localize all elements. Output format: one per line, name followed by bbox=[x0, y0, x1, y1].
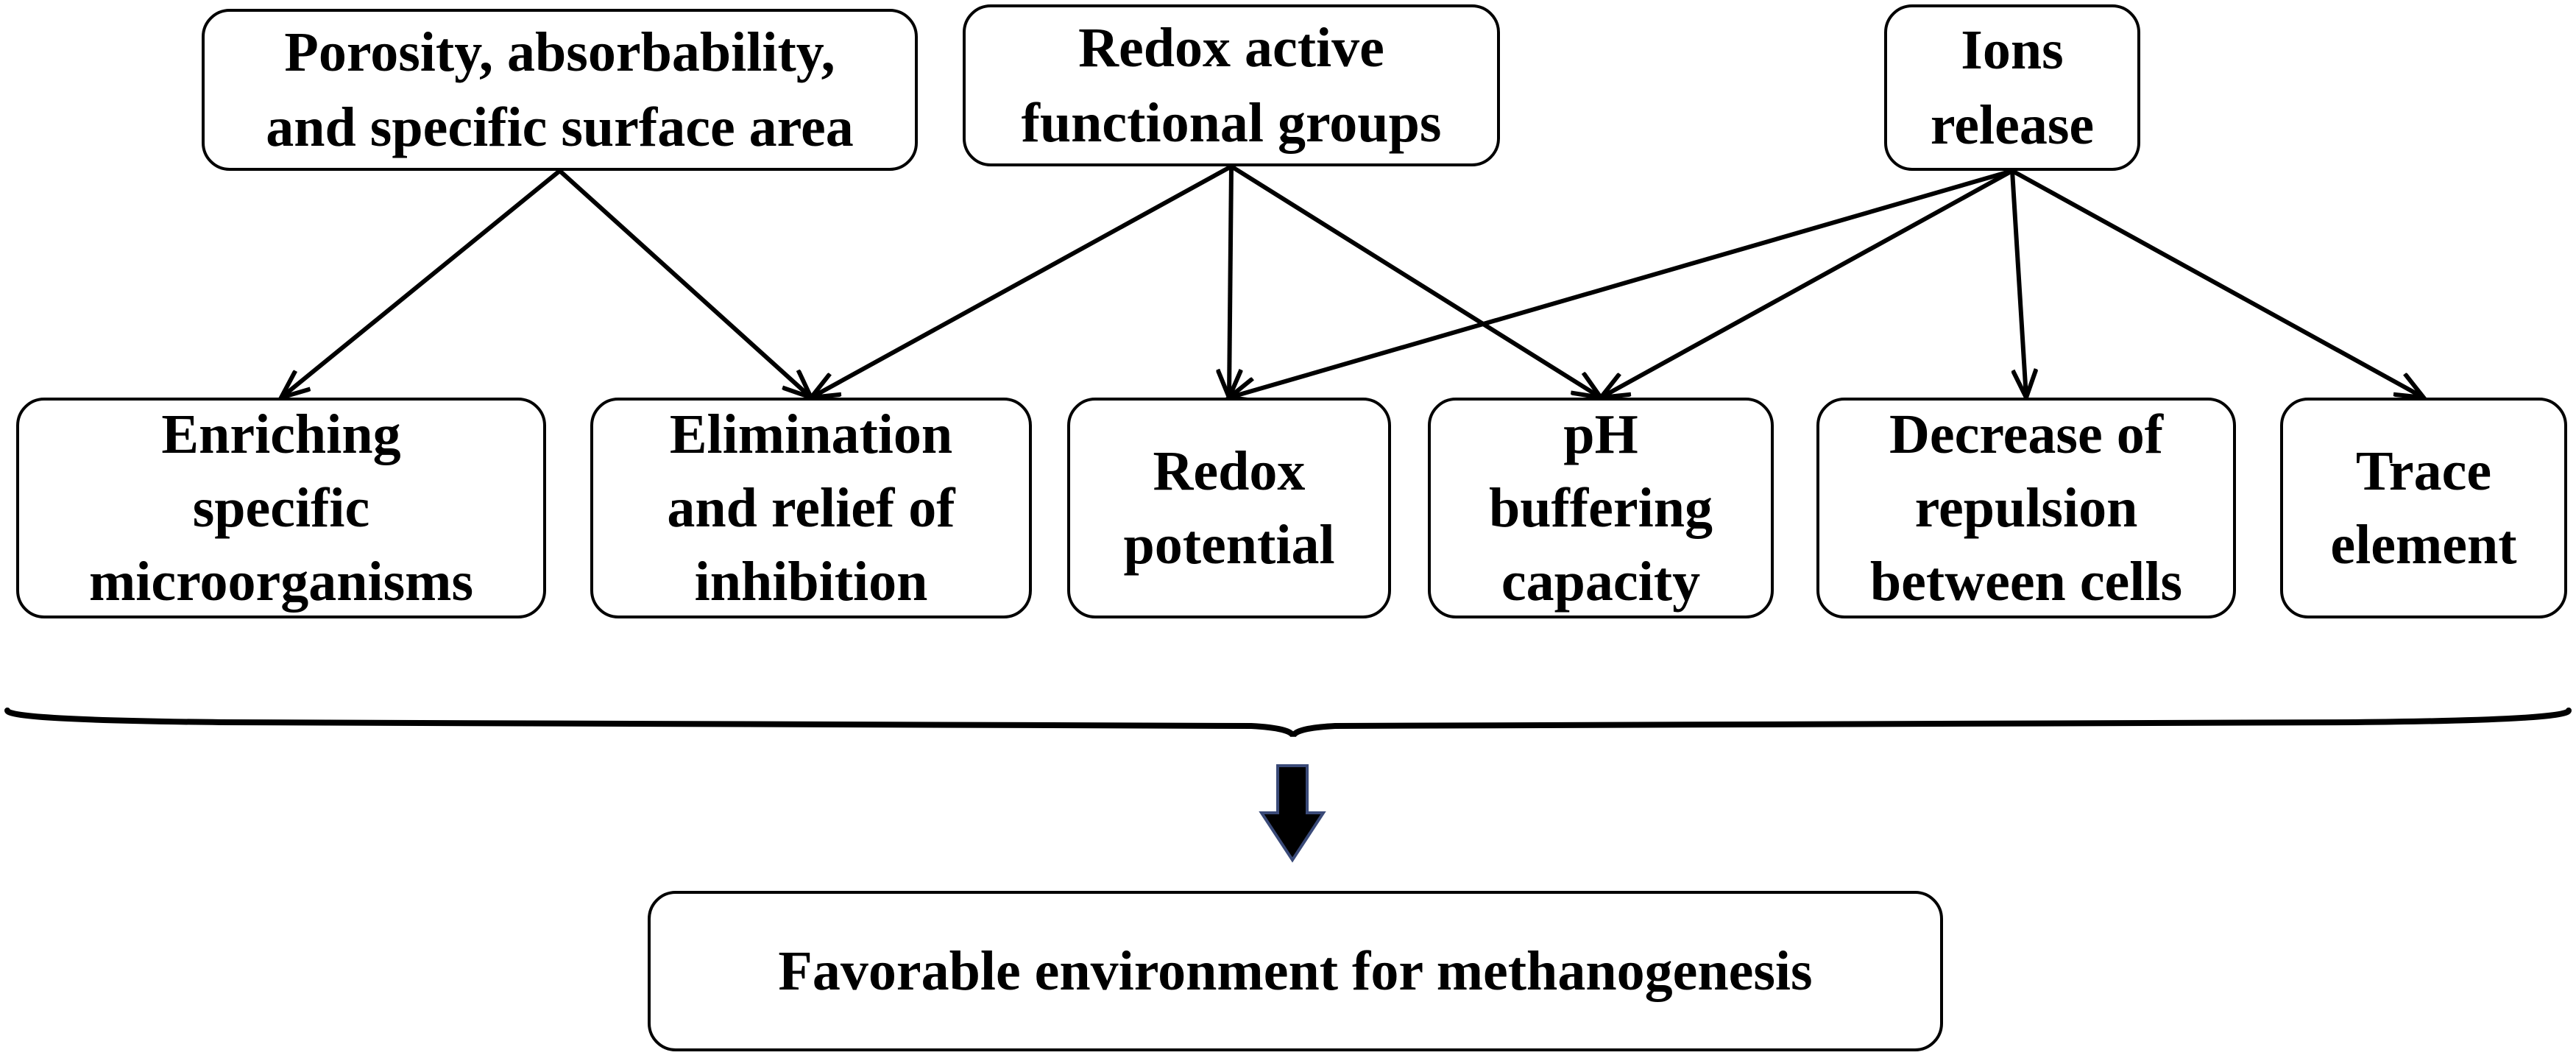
arrow-porosity-to-enriching bbox=[281, 169, 562, 398]
node-enriching-specific-microorganisms: Enriching specific microorganisms bbox=[16, 398, 546, 618]
down-arrow-icon bbox=[1259, 764, 1326, 863]
node-label: Redox potential bbox=[1123, 440, 1335, 576]
node-porosity-absorbability-surface-area: Porosity, absorbability, and specific su… bbox=[202, 9, 918, 171]
arrow-redox-groups-to-elimination bbox=[811, 164, 1233, 398]
node-redox-active-functional-groups: Redox active functional groups bbox=[963, 4, 1500, 166]
arrow-redox-groups-to-redox-potential bbox=[1229, 166, 1231, 398]
grouping-brace bbox=[4, 708, 2572, 738]
node-label: Enriching specific microorganisms bbox=[88, 403, 474, 613]
node-label: pH buffering capacity bbox=[1489, 403, 1713, 613]
node-favorable-environment-methanogenesis: Favorable environment for methanogenesis bbox=[648, 891, 1943, 1051]
node-label: Trace element bbox=[2330, 440, 2517, 576]
arrow-ions-to-ph bbox=[1601, 169, 2014, 398]
edge-group bbox=[281, 164, 2424, 398]
node-label: Ions release bbox=[1930, 19, 2095, 156]
node-label: Decrease of repulsion between cells bbox=[1869, 403, 2183, 613]
node-decrease-of-repulsion-between-cells: Decrease of repulsion between cells bbox=[1816, 398, 2236, 618]
node-label: Redox active functional groups bbox=[1021, 17, 1442, 154]
arrow-porosity-to-elimination bbox=[558, 169, 812, 398]
node-ions-release: Ions release bbox=[1884, 4, 2140, 171]
arrow-redox-groups-to-ph bbox=[1230, 164, 1601, 398]
node-elimination-relief-of-inhibition: Elimination and relief of inhibition bbox=[590, 398, 1032, 618]
arrow-ions-to-trace bbox=[2011, 169, 2424, 398]
node-ph-buffering-capacity: pH buffering capacity bbox=[1428, 398, 1774, 618]
node-label: Porosity, absorbability, and specific su… bbox=[266, 21, 854, 158]
node-redox-potential: Redox potential bbox=[1067, 398, 1391, 618]
arrow-ions-to-repulsion bbox=[2010, 170, 2026, 398]
arrow-ions-to-redox-potential bbox=[1229, 169, 2013, 398]
node-trace-element: Trace element bbox=[2280, 398, 2567, 618]
node-label: Elimination and relief of inhibition bbox=[667, 403, 955, 613]
node-label: Favorable environment for methanogenesis bbox=[778, 940, 1813, 1002]
